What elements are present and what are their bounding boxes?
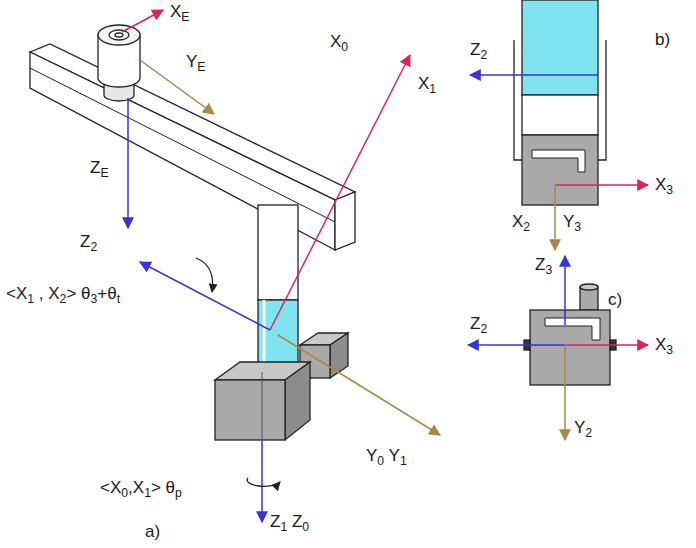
axis-label: X3 bbox=[655, 335, 673, 356]
axis-label: <X1 , X2> θ3+θt bbox=[6, 284, 120, 305]
axis-label: Y0 Y1 bbox=[366, 446, 407, 467]
axis-label: X2 bbox=[512, 212, 530, 233]
label-part: +θ bbox=[97, 284, 116, 303]
axis-label: XE bbox=[170, 2, 190, 23]
label-part: X bbox=[170, 2, 181, 21]
label-part: 3 bbox=[666, 183, 673, 197]
label-part: ,X bbox=[128, 478, 144, 497]
label-part: 3 bbox=[574, 220, 581, 234]
label-part: 3 bbox=[545, 263, 552, 277]
axis-arrow bbox=[270, 55, 410, 330]
axis-label: Z3 bbox=[535, 255, 552, 276]
axis-arrow bbox=[470, 74, 598, 76]
rotation-arrow bbox=[196, 258, 213, 292]
axis-label: Z1 Z0 bbox=[270, 512, 309, 533]
axis-label: c) bbox=[608, 290, 622, 310]
label-part: Z bbox=[470, 314, 480, 333]
axis-label: YE bbox=[186, 52, 206, 73]
axis-arrow bbox=[564, 256, 566, 325]
label-part: Y bbox=[186, 52, 197, 71]
label-part: c) bbox=[608, 290, 622, 309]
axis-arrow bbox=[468, 344, 565, 346]
label-part: 3 bbox=[91, 292, 98, 306]
rail-beam bbox=[30, 44, 355, 250]
label-part: Y bbox=[366, 446, 377, 465]
label-part: E bbox=[100, 166, 108, 180]
label-part: 0 bbox=[377, 454, 384, 468]
label-part: Z bbox=[270, 512, 280, 531]
axis-label: ZE bbox=[90, 158, 109, 179]
axis-label: Y3 bbox=[563, 212, 581, 233]
label-part: Z bbox=[535, 255, 545, 274]
label-part: > θ bbox=[66, 284, 90, 303]
axis-arrow bbox=[278, 335, 440, 435]
label-part: X bbox=[330, 32, 341, 51]
label-part: 1 bbox=[400, 454, 407, 468]
axis-arrow bbox=[261, 440, 263, 522]
axis-arrow bbox=[140, 60, 214, 114]
label-part: Y bbox=[574, 418, 585, 437]
label-part: Y bbox=[384, 446, 400, 465]
axis-label: X3 bbox=[655, 175, 673, 196]
label-part: 2 bbox=[90, 240, 97, 254]
axis-arrow bbox=[554, 185, 556, 250]
axis-label: Z2 bbox=[470, 40, 487, 61]
label-part: 2 bbox=[60, 292, 67, 306]
label-part: 1 bbox=[27, 292, 34, 306]
axis-label: a) bbox=[145, 522, 160, 542]
axis-label: Z2 bbox=[80, 232, 97, 253]
label-part: 2 bbox=[523, 220, 530, 234]
label-part: p bbox=[175, 486, 182, 500]
camera bbox=[98, 25, 140, 101]
label-part: Z bbox=[90, 158, 100, 177]
label-part: X bbox=[418, 74, 429, 93]
label-part: 3 bbox=[666, 343, 673, 357]
label-part: b) bbox=[655, 30, 670, 49]
axis-arrow bbox=[127, 98, 129, 228]
axis-arrow bbox=[140, 262, 270, 330]
tilt-view-side bbox=[524, 284, 616, 385]
axis-label: Y2 bbox=[574, 418, 592, 439]
label-part: 2 bbox=[585, 426, 592, 440]
label-part: X bbox=[655, 175, 666, 194]
label-part: 1 bbox=[429, 82, 436, 96]
axis-label: <X0,X1> θp bbox=[100, 478, 182, 499]
rotation-arrow bbox=[247, 478, 280, 486]
label-part: 2 bbox=[480, 48, 487, 62]
label-part: Y bbox=[563, 212, 574, 231]
label-part: 0 bbox=[121, 486, 128, 500]
label-part: 2 bbox=[480, 322, 487, 336]
axis-arrow bbox=[565, 344, 648, 346]
label-part: Z bbox=[470, 40, 480, 59]
label-part: 0 bbox=[302, 520, 309, 534]
label-part: E bbox=[197, 60, 205, 74]
axis-label: X0 bbox=[330, 32, 348, 53]
label-part: X bbox=[655, 335, 666, 354]
pan-tilt-head bbox=[215, 333, 348, 440]
axis-label: b) bbox=[655, 30, 670, 50]
column bbox=[258, 205, 298, 372]
label-part: 1 bbox=[144, 486, 151, 500]
axis-arrow bbox=[122, 10, 163, 32]
label-part: <X bbox=[6, 284, 27, 303]
label-part: 0 bbox=[341, 40, 348, 54]
tilt-view-top bbox=[514, 0, 606, 205]
axis-label: Z2 bbox=[470, 314, 487, 335]
label-part: X bbox=[512, 212, 523, 231]
label-part: 1 bbox=[280, 520, 287, 534]
axis-arrow bbox=[555, 184, 648, 186]
axis-label: X1 bbox=[418, 74, 436, 95]
label-part: , X bbox=[34, 284, 60, 303]
label-part: <X bbox=[100, 478, 121, 497]
label-part: > θ bbox=[151, 478, 175, 497]
label-part: t bbox=[117, 292, 120, 306]
axis-arrow bbox=[564, 345, 566, 440]
label-part: Z bbox=[80, 232, 90, 251]
label-part: E bbox=[181, 10, 189, 24]
label-part: Z bbox=[287, 512, 302, 531]
label-part: a) bbox=[145, 522, 160, 541]
